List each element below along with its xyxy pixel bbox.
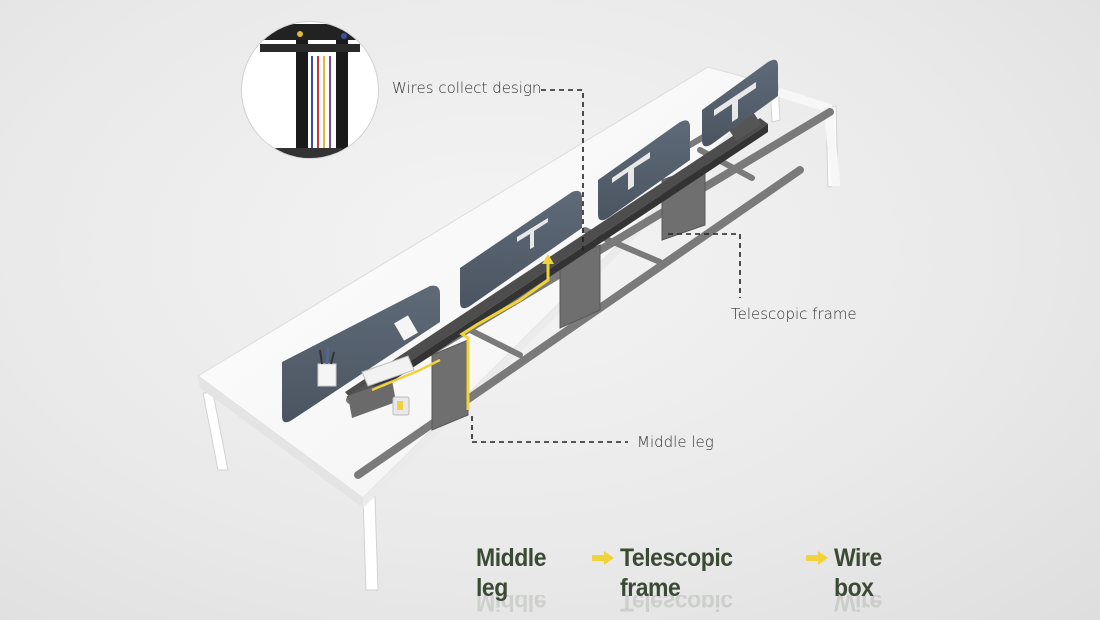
flow-caption: Middle leg Middle leg Telescopic frame T… — [476, 543, 930, 616]
wire-route-line — [459, 262, 550, 410]
wire-route-arrowhead — [542, 254, 554, 264]
phone-charger — [392, 396, 410, 416]
flow-step-telescopic-frame: Telescopic frame Telescopic frame — [620, 543, 786, 617]
callout-telescopic-frame: Telescopic frame — [731, 305, 857, 323]
flow-step-reflection: Telescopic frame — [620, 595, 733, 616]
flow-step-reflection: Wire box — [834, 595, 882, 616]
accessories — [317, 347, 415, 418]
callout-middle-leg: Middle leg — [637, 433, 714, 451]
inset-detail-circle — [241, 21, 379, 159]
pen-holder — [317, 347, 337, 387]
middle-legs — [431, 164, 706, 431]
flow-step-wire-box: Wire box Wire box — [834, 543, 922, 617]
flow-step-label: Telescopic frame — [620, 544, 733, 602]
arrow-right-icon — [588, 543, 618, 573]
callout-wires-collect-design: Wires collect design — [392, 79, 542, 97]
leader-lines — [471, 89, 741, 443]
wire-box — [348, 355, 415, 418]
flow-step-label: Middle leg — [476, 544, 547, 602]
flow-step-middle-leg: Middle leg Middle leg — [476, 543, 577, 617]
flow-step-reflection: Middle leg — [476, 595, 547, 616]
flow-step-label: Wire box — [834, 544, 882, 602]
arrow-right-icon — [802, 543, 832, 573]
wire-route-lower — [371, 358, 441, 392]
screen-hooks — [394, 82, 756, 341]
